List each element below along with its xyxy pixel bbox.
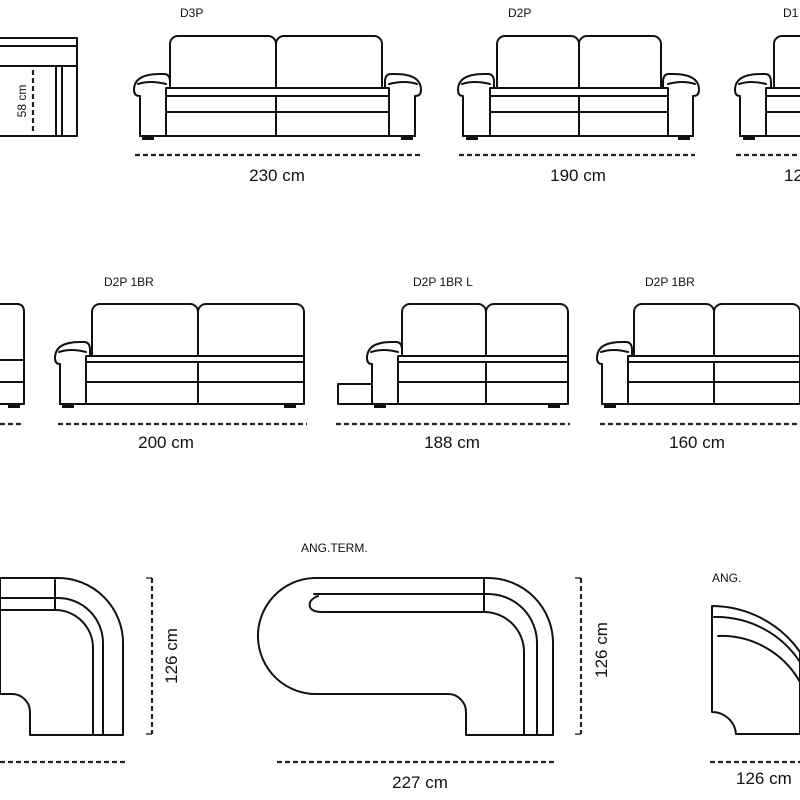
ang-term-width: 227 cm (392, 773, 448, 792)
ang-term-depth: 126 cm (592, 622, 611, 678)
sofa-d2p-1br-200: D2P 1BR 200 cm (54, 275, 307, 452)
side-profile: 58 cm (0, 37, 78, 137)
d2p-1br-b-label: D2P 1BR (645, 275, 695, 289)
corner-ang-term: ANG.TERM. 126 cm 227 cm (256, 541, 611, 792)
side-height-label: 58 cm (15, 85, 29, 118)
ang-width: 126 cm (736, 769, 792, 788)
d1-width: 12 (784, 166, 800, 185)
sofa-d2p-1br-160: D2P 1BR 160 cm (596, 275, 800, 452)
d3p-label: D3P (180, 6, 203, 20)
corner-module-left: 126 cm (0, 577, 181, 764)
d2p-1br-b-width: 160 cm (669, 433, 725, 452)
d2p-1br-l-width: 188 cm (424, 433, 480, 452)
sofa-d2p: D2P 190 cm (457, 6, 700, 185)
d2p-1br-a-width: 200 cm (138, 433, 194, 452)
d2p-width: 190 cm (550, 166, 606, 185)
d2p-1br-a-label: D2P 1BR (104, 275, 154, 289)
d3p-width: 230 cm (249, 166, 305, 185)
sofa-d3p: D3P 230 cm (133, 6, 422, 185)
ang-label: ANG. (712, 571, 741, 585)
d2p-1br-l-label: D2P 1BR L (413, 275, 473, 289)
sofa-d1: D1 12 (734, 6, 800, 185)
d2p-label: D2P (508, 6, 531, 20)
corner-left-depth: 126 cm (162, 628, 181, 684)
sofa-d2p-1br-l-188: D2P 1BR L 188 cm (336, 275, 570, 452)
module-left-cut (0, 303, 25, 426)
d1-label: D1 (783, 6, 799, 20)
corner-ang: ANG. 126 cm (710, 571, 800, 788)
ang-term-label: ANG.TERM. (301, 541, 368, 555)
